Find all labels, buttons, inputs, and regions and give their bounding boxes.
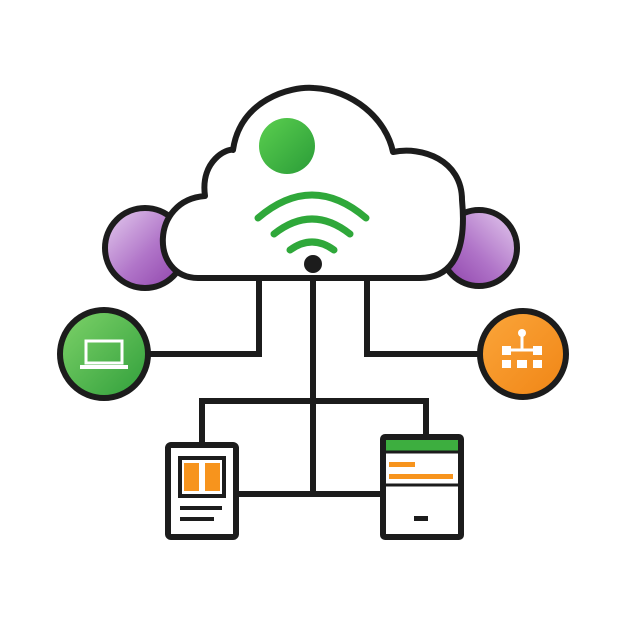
tablet-document-icon <box>178 456 226 521</box>
hier-box-right-bottom <box>533 360 542 368</box>
laptop-node[interactable] <box>57 307 151 401</box>
network-hierarchy-icon <box>502 329 542 368</box>
wifi-arc-inner <box>286 238 338 254</box>
tablet-image-left <box>184 463 199 491</box>
web-window-node[interactable] <box>380 434 464 540</box>
laptop-screen <box>84 339 124 365</box>
window-title-bar <box>386 440 458 451</box>
connector-laptop <box>148 278 262 357</box>
wifi-arc-outer <box>254 191 370 222</box>
wifi-arc-middle <box>270 215 354 238</box>
cloud-icon <box>159 84 466 281</box>
hier-box-left-top <box>502 346 511 355</box>
window-footer-mark <box>414 516 428 521</box>
green-dot-icon <box>259 118 315 174</box>
connection-lines <box>148 262 478 497</box>
connector-branch-bar <box>199 398 429 445</box>
hier-box-mid-bottom <box>517 360 527 368</box>
cloud-node <box>159 84 466 281</box>
hier-box-left-bottom <box>502 360 511 368</box>
network-hierarchy-node[interactable] <box>477 308 569 400</box>
tablet-node[interactable] <box>165 442 239 540</box>
hier-box-right-top <box>533 346 542 355</box>
window-orange-line-1 <box>389 462 415 467</box>
wifi-dot-icon <box>304 255 322 273</box>
window-orange-line-2 <box>389 474 453 479</box>
laptop-icon <box>80 339 128 369</box>
tablet-image-right <box>205 463 220 491</box>
tablet-image-frame <box>178 456 226 498</box>
hier-top-dot <box>518 329 526 337</box>
laptop-circle <box>57 307 151 401</box>
connector-network <box>364 278 478 357</box>
network-circle <box>477 308 569 400</box>
wifi-icon <box>254 191 370 254</box>
browser-window-icon <box>383 440 461 521</box>
